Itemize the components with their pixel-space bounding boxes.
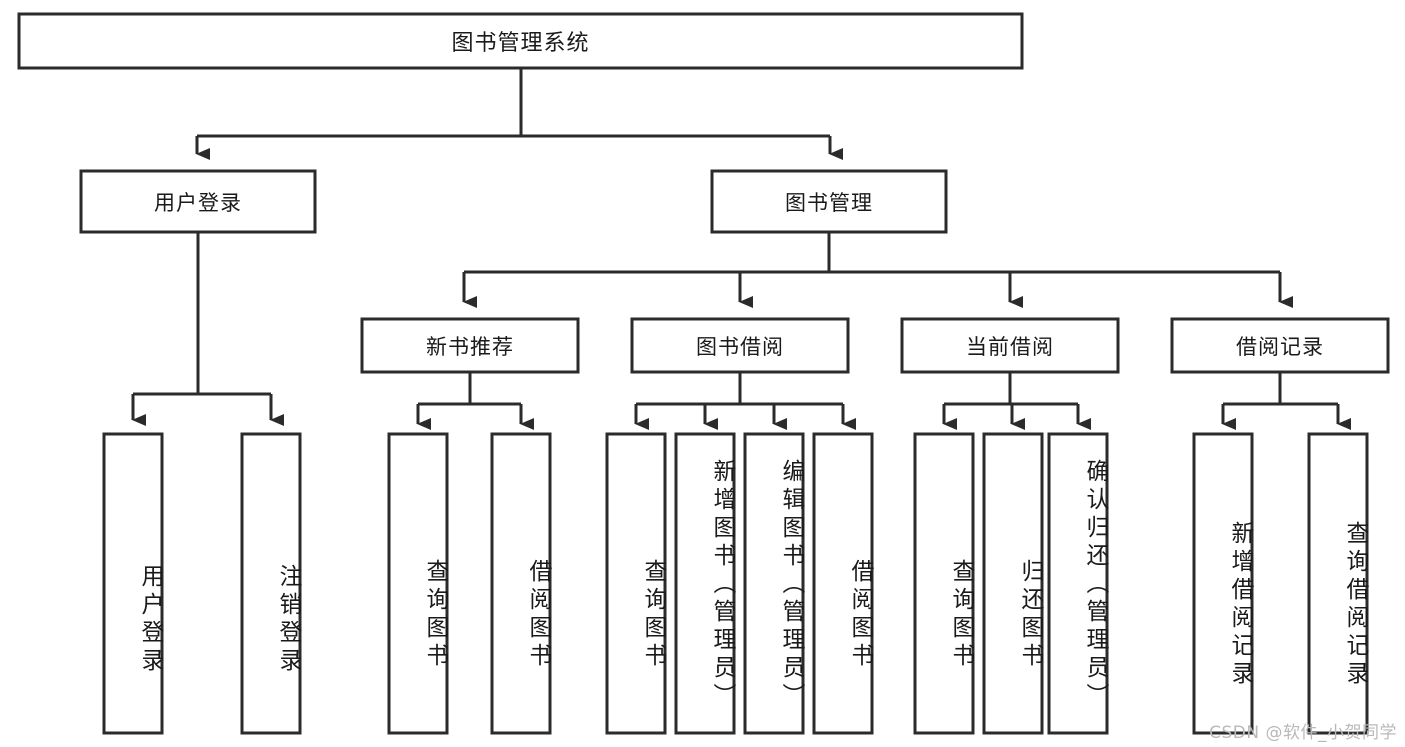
node-box-new-book-recommend[interactable] xyxy=(360,317,580,374)
leaf-box-current-borrow-1[interactable] xyxy=(913,432,975,735)
leaf-box-new-book-2[interactable] xyxy=(490,432,552,735)
leaf-box-user-login-2[interactable] xyxy=(240,432,302,735)
leaf-box-current-borrow-3[interactable] xyxy=(1047,432,1109,735)
leaf-box-borrow-record-2[interactable] xyxy=(1307,432,1369,735)
node-box-book-borrow[interactable] xyxy=(630,317,850,374)
leaf-box-borrow-record-1[interactable] xyxy=(1192,432,1254,735)
leaf-box-book-borrow-4[interactable] xyxy=(812,432,874,735)
node-box-root[interactable] xyxy=(17,12,1024,70)
leaf-box-book-borrow-3[interactable] xyxy=(743,432,805,735)
leaf-box-user-login-1[interactable] xyxy=(102,432,164,735)
node-box-current-borrow[interactable] xyxy=(900,317,1120,374)
leaf-box-new-book-1[interactable] xyxy=(387,432,449,735)
node-box-book-manage[interactable] xyxy=(710,169,948,234)
node-box-user-login[interactable] xyxy=(79,169,317,234)
leaf-box-book-borrow-2[interactable] xyxy=(674,432,736,735)
leaf-box-current-borrow-2[interactable] xyxy=(982,432,1044,735)
node-box-borrow-record[interactable] xyxy=(1170,317,1390,374)
leaf-box-book-borrow-1[interactable] xyxy=(605,432,667,735)
